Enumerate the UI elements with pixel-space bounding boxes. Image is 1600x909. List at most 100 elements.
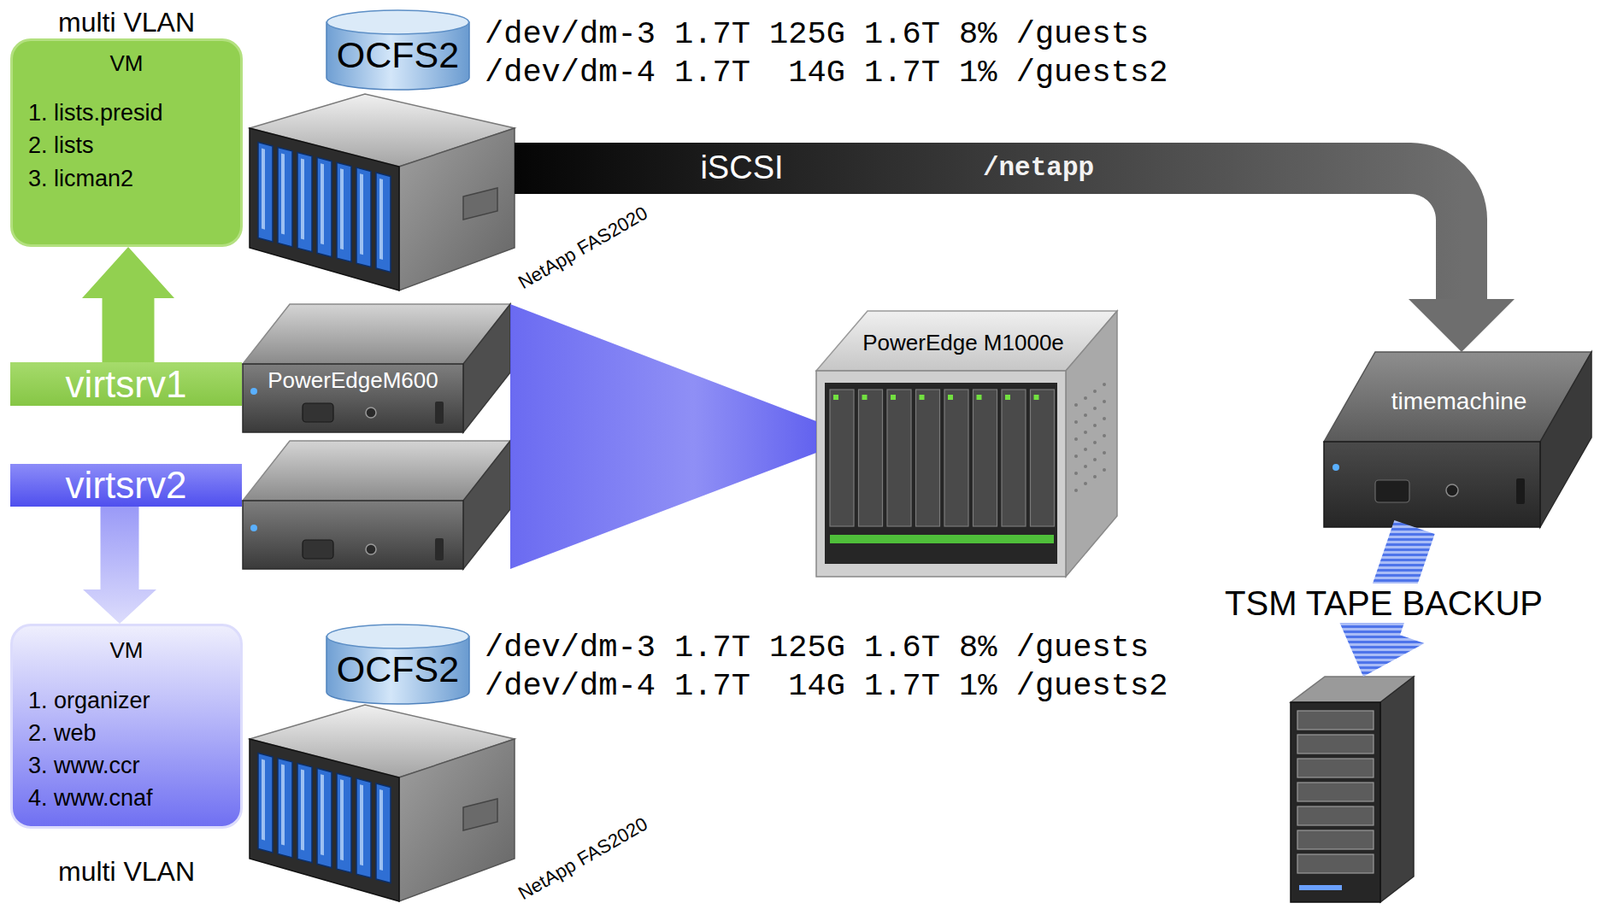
vent-hole — [1083, 413, 1088, 418]
blade-slot — [916, 389, 941, 527]
drive-bay — [297, 152, 312, 252]
server-front-face — [242, 364, 464, 433]
vm-list-item: 3. www.ccr — [28, 752, 141, 780]
vent-hole — [1093, 389, 1097, 394]
front-button — [365, 544, 377, 555]
drive-bay — [317, 157, 332, 257]
backup-server-drawing — [1323, 352, 1592, 528]
drive-slot — [1375, 480, 1410, 503]
drive-light — [359, 784, 364, 866]
rack-unit — [1297, 806, 1374, 826]
drive-light — [320, 774, 324, 856]
blade-slot — [829, 389, 854, 527]
status-strip — [829, 535, 1054, 544]
blade-slot — [887, 389, 912, 527]
power-led — [1332, 464, 1340, 471]
front-button — [365, 407, 377, 418]
vent-hole — [1083, 430, 1088, 435]
drive-bay — [277, 758, 293, 858]
rack-unit — [1297, 854, 1374, 874]
vent-hole — [1102, 468, 1106, 472]
server-front-face — [1323, 441, 1541, 528]
vent-hole — [1083, 396, 1088, 400]
vm-group-box: VM1. organizer2. web3. www.ccr4. www.cna… — [10, 623, 243, 830]
filesystem-label: OCFS2 — [336, 34, 459, 77]
blade-slot — [1030, 389, 1055, 527]
vent-hole — [1083, 482, 1088, 486]
iscsi-arrow — [514, 168, 1515, 353]
cylinder-top — [327, 624, 470, 649]
drive-bay — [336, 162, 352, 262]
drive-light — [379, 789, 383, 871]
arrow-body — [82, 247, 175, 363]
drive-bay — [258, 142, 273, 242]
rack-unit — [1297, 758, 1374, 778]
zoom-projection — [510, 304, 817, 570]
vent-hole — [1102, 451, 1106, 455]
vent-hole — [1074, 454, 1078, 459]
handle — [1516, 478, 1525, 505]
drive-light — [300, 769, 305, 851]
host-arrow — [82, 247, 175, 363]
chassis-side-face — [1065, 311, 1118, 577]
storage-server-drawing — [249, 705, 515, 902]
arrow-band — [514, 168, 1462, 300]
storage-cylinder: OCFS2 — [326, 624, 470, 705]
blade-led — [976, 394, 983, 400]
vent-hole — [1074, 420, 1078, 424]
rack-unit — [1297, 735, 1374, 754]
connector-label: iSCSI — [700, 149, 783, 188]
storage-cylinder: OCFS2 — [326, 10, 470, 90]
drive-bay — [336, 773, 352, 873]
drive-light — [281, 153, 285, 236]
cylinder-top — [327, 10, 470, 35]
drive-light — [281, 764, 285, 847]
vent-hole — [1074, 488, 1078, 493]
host-band: virtsrv2 — [10, 464, 242, 507]
drive-bay — [376, 172, 391, 272]
vent-hole — [1083, 464, 1088, 469]
vm-heading: VM — [110, 638, 144, 665]
vm-list-item: 2. web — [28, 720, 97, 748]
drive-bay — [356, 167, 371, 267]
vm-list-item: 1. lists.presid — [28, 100, 164, 127]
server-side-face — [463, 441, 511, 570]
chassis-top-face — [816, 311, 1118, 371]
projection-fan — [510, 304, 817, 570]
handle — [435, 401, 444, 424]
drive-light — [320, 163, 324, 245]
drive-light — [340, 779, 344, 861]
vlan-heading: multi VLAN — [58, 6, 195, 39]
server-side-face — [463, 304, 511, 433]
vent-grille — [463, 799, 498, 831]
front-button — [1446, 484, 1459, 497]
server-front-face — [249, 739, 400, 902]
server-side-face — [1540, 352, 1592, 528]
power-led — [250, 388, 258, 395]
storage-server-drawing — [249, 94, 515, 291]
drive-slot — [302, 540, 334, 559]
server-name: timemachine — [1391, 388, 1528, 416]
drive-bay — [297, 763, 312, 863]
vent-grille — [463, 188, 498, 220]
blade-server-drawing — [242, 441, 511, 570]
drive-light — [300, 158, 305, 240]
vent-hole — [1083, 447, 1088, 452]
server-model-label: NetApp FAS2020 — [514, 202, 652, 295]
blade-bay — [824, 382, 1058, 565]
df-output-line: /dev/dm-4 1.7T 14G 1.7T 1% /guests2 — [484, 668, 1168, 706]
rack-side-face — [1380, 676, 1414, 903]
drive-light — [359, 173, 364, 255]
df-output-line: /dev/dm-3 1.7T 125G 1.6T 8% /guests — [484, 629, 1149, 667]
host-arrow — [82, 506, 157, 624]
df-output-line: /dev/dm-4 1.7T 14G 1.7T 1% /guests2 — [484, 54, 1168, 92]
vlan-heading: multi VLAN — [58, 856, 195, 889]
server-side-face — [399, 128, 515, 291]
vent-hole — [1102, 400, 1106, 404]
host-band: virtsrv1 — [10, 362, 242, 406]
blade-slot — [858, 389, 883, 527]
blade-led — [1034, 394, 1040, 400]
server-model-label: PowerEdgeM600 — [267, 368, 438, 395]
blade-slot — [944, 389, 969, 527]
